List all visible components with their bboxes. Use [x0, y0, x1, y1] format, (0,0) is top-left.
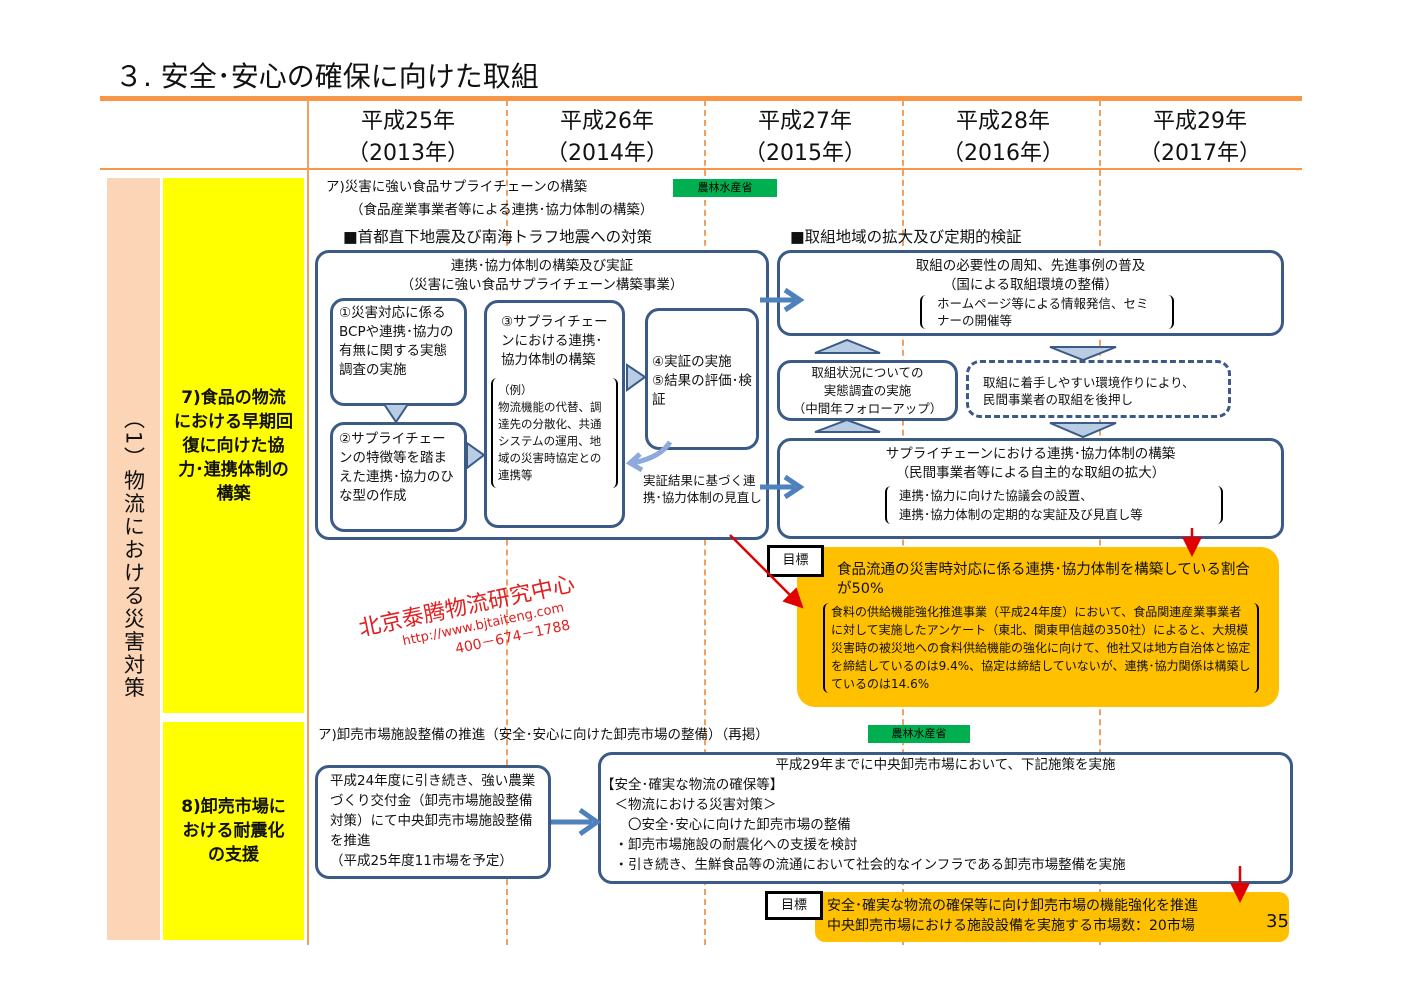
decoration — [551, 287, 805, 837]
step3-box: ③サプライチェーンにおける連携･協力体制の構築 （例） 物流機能の代替、調達先の… — [484, 300, 625, 528]
step45-box: ④実証の実施 ⑤結果の評価･検証 — [645, 308, 759, 450]
awareness-box: 取組の必要性の周知、先進事例の普及 （国による取組環境の整備） ホームページ等によ… — [777, 250, 1284, 336]
row7-heading-sub: （食品産業事業者等による連携･協力体制の構築） — [350, 202, 654, 218]
page-number: 35 — [1266, 911, 1289, 932]
arrow-down — [1049, 346, 1117, 362]
year-header: 平成27年 （2015年） — [706, 106, 904, 170]
column-divider — [307, 100, 309, 945]
year-gregorian: （2016年） — [942, 141, 1064, 166]
year-label: 平成28年 — [956, 109, 1050, 134]
market-goal-box: 安全･確実な物流の確保等に向け卸売市場の機能強化を推進中央卸売市場における施設設… — [815, 892, 1289, 942]
market-plan-line: ・引き続き、生鮮食品等の流通において社会的なインフラである卸売市場整備を実施 — [601, 857, 1126, 873]
market-plan-line: 〇安全･安心に向けた卸売市場の整備 — [601, 817, 851, 833]
arrow-up — [814, 418, 881, 433]
row7-label: 7)食品の物流における早期回復に向けた協力･連携体制の構築 — [174, 387, 293, 504]
section-left-title: ■首都直下地震及び南海トラフ地震への対策 — [343, 228, 653, 246]
market-goal-line: 中央卸売市場における施設設備を実施する市場数：20市場 — [827, 918, 1195, 934]
support-box: 取組に着手しやすい環境作りにより、 民間事業者の取組を後押し — [966, 360, 1231, 418]
main-process-subtitle: （災害に強い食品サプライチェーン構築事業） — [400, 277, 684, 293]
supply-chain-subtitle: （民間事業者等による自主的な取組の拡大） — [895, 465, 1166, 481]
market-plan-line: ・卸売市場施設の耐震化への支援を検討 — [601, 837, 858, 853]
goal-box: 食品流通の災害時対応に係る連携･協力体制を構築している割合が50% 食料の供給機… — [797, 547, 1279, 707]
arrow-right — [466, 441, 486, 471]
section-right-title: ■取組地域の拡大及び定期的検証 — [790, 228, 1022, 246]
year-label: 平成25年 — [361, 109, 455, 134]
market-plan-box: 平成29年までに中央卸売市場において、下記施策を実施 【安全･確実な物流の確保等… — [598, 752, 1293, 884]
arrow-right — [760, 287, 805, 313]
step2-box: ②サプライチェーンの特徴等を踏まえた連携･協力のひな型の作成 — [330, 422, 467, 532]
year-header: 平成25年 （2013年） — [309, 106, 507, 170]
subsidy-box: 平成24年度に引き続き、強い農業づくり交付金（卸売市場施設整備対策）にて中央卸売… — [315, 765, 551, 879]
market-plan-line: 【安全･確実な物流の確保等】 — [601, 777, 784, 793]
red-arrow — [729, 534, 804, 609]
supply-chain-box: サプライチェーンにおける連携･協力体制の構築 （民間事業者等による自主的な取組の拡… — [777, 438, 1284, 539]
arrow-up — [814, 338, 881, 354]
market-goal-line: 安全･確実な物流の確保等に向け卸売市場の機能強化を推進 — [827, 898, 1198, 914]
supply-chain-detail: 連携･協力に向けた協議会の設置、 連携･協力体制の定期的な実証及び見直し等 — [885, 486, 1223, 524]
year-gregorian: （2017年） — [1139, 141, 1261, 166]
awareness-title: 取組の必要性の周知、先進事例の普及 — [915, 258, 1146, 274]
ministry-tag: 農林水産省 — [868, 725, 970, 743]
header-rule — [100, 168, 1302, 170]
year-header: 平成28年 （2016年） — [904, 106, 1102, 170]
step1-box: ①災害対応に係るBCPや連携･協力の有無に関する実態調査の実施 — [330, 298, 467, 406]
year-gregorian: （2013年） — [347, 141, 469, 166]
review-text: 実証結果に基づく連携･協力体制の見直し — [643, 473, 762, 505]
row7-heading: ア)災害に強い食品サプライチェーンの構築 — [326, 179, 588, 195]
row7-label-cell: 7)食品の物流における早期回復に向けた協力･連携体制の構築 — [163, 178, 304, 713]
market-plan-line: ＜物流における災害対策＞ — [601, 797, 777, 813]
awareness-subtitle: （国による取組環境の整備） — [942, 277, 1119, 293]
arrow-right — [551, 807, 602, 837]
year-gregorian: （2015年） — [744, 141, 866, 166]
step3-text: ③サプライチェーンにおける連携･協力体制の構築 — [501, 314, 608, 368]
market-plan-title: 平成29年までに中央卸売市場において、下記施策を実施 — [775, 757, 1116, 773]
year-label: 平成29年 — [1153, 109, 1247, 134]
arrow-right — [626, 363, 647, 392]
category-label: （1）物流における災害対策 — [121, 408, 146, 700]
row8-label-cell: 8)卸売市場における耐震化の支援 — [163, 722, 304, 940]
followup-box: 取組状況についての 実態調査の実施 （中間年フォローアップ） — [777, 360, 958, 421]
goal-label: 目標 — [765, 891, 823, 920]
arrow-right — [760, 474, 805, 500]
arrow-curved — [625, 440, 673, 473]
title-rule — [100, 96, 1302, 101]
category-column: （1）物流における災害対策 — [107, 178, 160, 940]
year-gregorian: （2014年） — [546, 141, 668, 166]
row8-label: 8)卸売市場における耐震化の支援 — [181, 797, 286, 865]
ministry-tag: 農林水産省 — [673, 179, 777, 197]
decoration — [729, 528, 1250, 903]
supply-chain-title: サプライチェーンにおける連携･協力体制の構築 — [885, 446, 1176, 462]
awareness-detail: ホームページ等による情報発信、セミナーの開催等 — [920, 295, 1174, 329]
goal-title: 食品流通の災害時対応に係る連携･協力体制を構築している割合が50% — [837, 562, 1250, 597]
row8-heading: ア)卸売市場施設整備の推進（安全･安心に向けた卸売市場の整備）（再掲） — [318, 727, 769, 743]
year-label: 平成26年 — [560, 109, 654, 134]
arrow-down — [382, 403, 410, 424]
page-title: ３. 安全･安心の確保に向けた取組 — [115, 60, 539, 93]
year-header: 平成29年 （2017年） — [1101, 106, 1299, 170]
year-label: 平成27年 — [758, 109, 852, 134]
arrow-down — [1049, 422, 1117, 439]
step3-example: （例） 物流機能の代替、調達先の分散化、共通システムの運用、地域の災害時協定との… — [491, 378, 618, 488]
decoration — [382, 338, 1117, 471]
goal-label: 目標 — [767, 545, 824, 577]
year-header: 平成26年 （2014年） — [508, 106, 706, 170]
goal-detail: 食料の供給機能強化推進事業（平成24年度）において、食品関連産業事業者に対して実… — [823, 603, 1259, 693]
main-process-title: 連携･協力体制の構築及び実証 — [450, 258, 634, 274]
